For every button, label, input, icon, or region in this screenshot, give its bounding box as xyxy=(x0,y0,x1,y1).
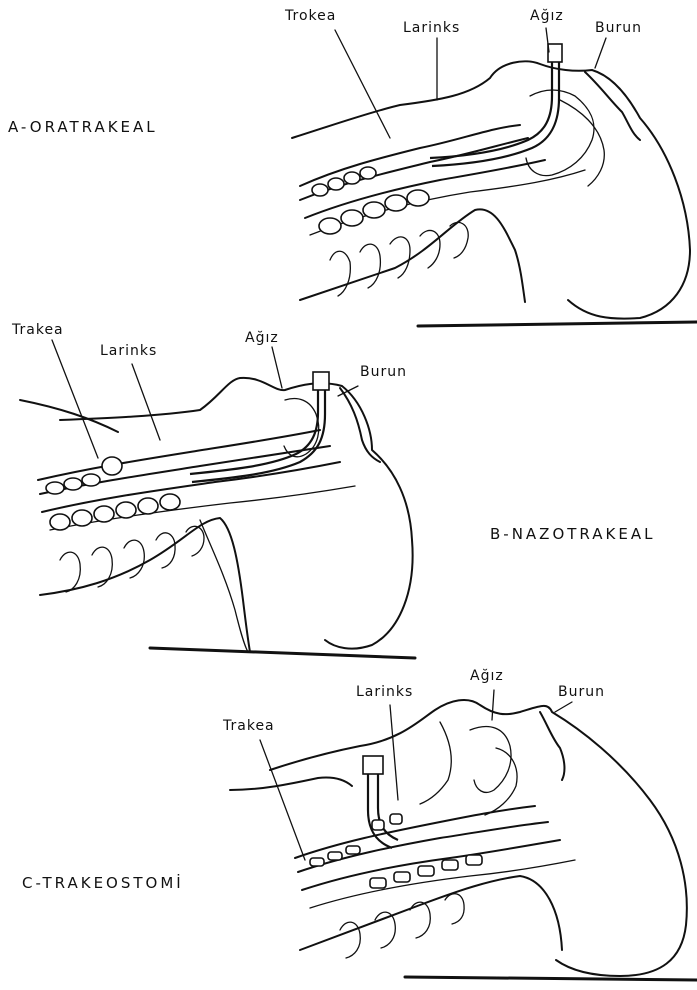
panel-c-larynx-pointer xyxy=(390,705,398,800)
panel-b-trachea-pointer xyxy=(52,340,98,458)
panel-b-nose-label: Burun xyxy=(360,364,407,380)
panel-b-neck-back xyxy=(40,518,250,652)
panel-c-larynx-label: Larinks xyxy=(356,684,413,700)
panel-a-ribs xyxy=(330,222,468,296)
panel-b-ribs xyxy=(60,526,204,592)
panel-c-trachea-pointer xyxy=(260,740,305,860)
panel-c-nose-pointer xyxy=(555,702,572,712)
panel-a-nose-label: Burun xyxy=(595,20,642,36)
panel-c-trachea-label: Trakea xyxy=(223,718,275,734)
panel-c-ribs xyxy=(340,894,464,958)
panel-b-tube-connector xyxy=(313,372,329,390)
panel-c-head-outline xyxy=(270,700,687,976)
panel-b-mouth-label: Ağız xyxy=(245,330,279,346)
panel-b-chest-line xyxy=(20,400,118,432)
panel-c-chest-line xyxy=(230,777,352,790)
panel-a-vertebrae xyxy=(312,167,429,234)
panel-a-tube-connector xyxy=(548,44,562,62)
panel-c-mouth-label: Ağız xyxy=(470,668,504,684)
panel-a-trachea xyxy=(300,125,520,186)
panel-c-tube-connector xyxy=(363,756,383,774)
panel-c-mouth-pointer xyxy=(492,690,494,720)
panel-c-drawing xyxy=(230,690,697,980)
panel-a-nose-pointer xyxy=(595,38,606,68)
panel-b-table-line xyxy=(150,648,415,658)
panel-c-face xyxy=(420,722,451,804)
panel-b-larynx-pointer xyxy=(132,364,160,440)
panel-c-neck-back xyxy=(300,876,562,950)
panel-b-tube xyxy=(190,388,318,474)
panel-c-nose xyxy=(540,712,564,780)
panel-c-tongue xyxy=(485,748,517,815)
panel-c-airway xyxy=(298,822,548,872)
panel-c-esophagus xyxy=(302,840,560,890)
panel-a-mouth-label: Ağız xyxy=(530,8,564,24)
panel-a-table-line xyxy=(418,322,697,326)
panel-c-nose-label: Burun xyxy=(558,684,605,700)
panel-b-mouth-pointer xyxy=(272,347,282,388)
panel-a-trachea-label: Trokea xyxy=(285,8,336,24)
panel-c-vertebrae xyxy=(310,814,482,888)
panel-b-caption: B-NAZOTRAKEAL xyxy=(490,525,655,543)
panel-a-drawing xyxy=(292,28,697,326)
panel-b-larynx-label: Larinks xyxy=(100,343,157,359)
panel-a-palate xyxy=(560,100,604,186)
panel-a-caption: A-ORATRAKEAL xyxy=(8,118,158,136)
panel-b-trachea-label: Trakea xyxy=(12,322,64,338)
panel-c-oral-cavity xyxy=(470,727,511,793)
panel-a-head-outline xyxy=(292,61,690,318)
panel-a-larynx-label: Larinks xyxy=(403,20,460,36)
panel-c-table-line xyxy=(405,977,697,980)
panel-c-caption: C-TRAKEOSTOMİ xyxy=(22,874,184,892)
panel-b-drawing xyxy=(20,340,415,658)
